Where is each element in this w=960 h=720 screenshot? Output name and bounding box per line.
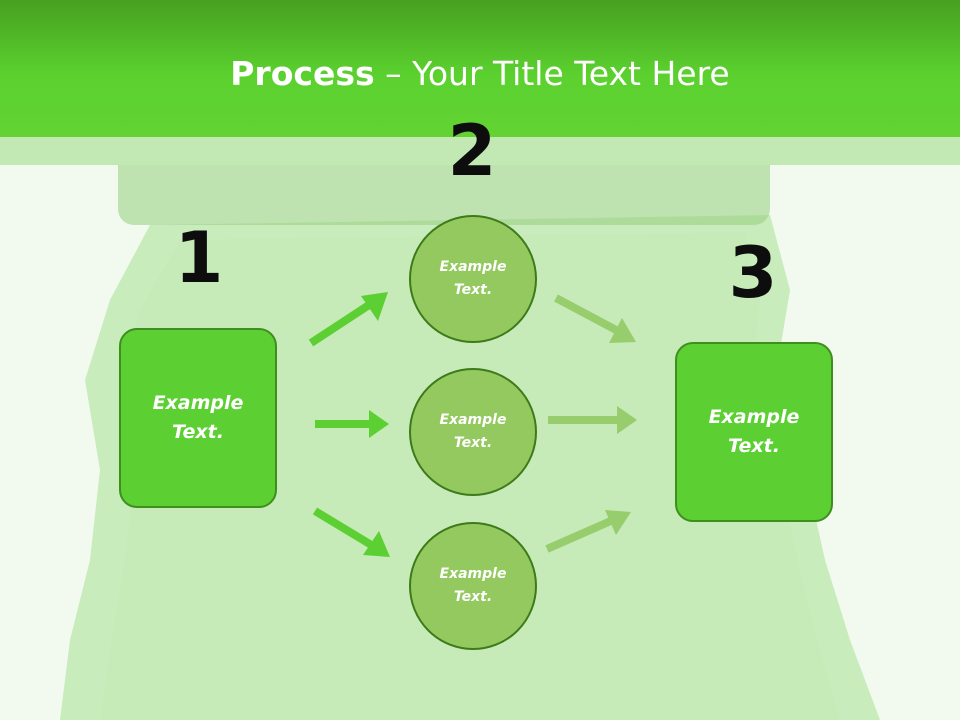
step-number-1: 1 <box>174 217 224 299</box>
arrow-1-to-top <box>308 292 388 347</box>
step-3-text: Example Text. <box>708 406 800 457</box>
arrow-middle-to-3 <box>548 406 637 434</box>
step-2-circle-bottom[interactable]: Example Text. <box>409 522 537 650</box>
title-bar <box>0 0 960 137</box>
step-2-circle-top[interactable]: Example Text. <box>409 215 537 343</box>
arrow-1-to-bottom <box>312 507 390 557</box>
title-bold: Process <box>230 54 375 93</box>
step-1-text: Example Text. <box>152 392 244 443</box>
step-number-2: 2 <box>447 110 497 192</box>
step-2-text-bottom: Example Text. <box>439 566 507 605</box>
step-3-box[interactable]: Example Text. <box>675 342 833 522</box>
step-1-box[interactable]: Example Text. <box>119 328 277 508</box>
arrow-top-to-3 <box>554 294 636 343</box>
arrow-1-to-middle <box>315 410 389 438</box>
arrow-bottom-to-3 <box>545 510 631 553</box>
step-2-text-top: Example Text. <box>439 259 507 298</box>
step-2-circle-middle[interactable]: Example Text. <box>409 368 537 496</box>
step-number-3: 3 <box>728 232 778 314</box>
slide-title: Process – Your Title Text Here <box>0 52 960 96</box>
title-rest: – Your Title Text Here <box>374 54 730 93</box>
step-2-text-middle: Example Text. <box>439 412 507 451</box>
title-bar-strip <box>0 137 960 165</box>
